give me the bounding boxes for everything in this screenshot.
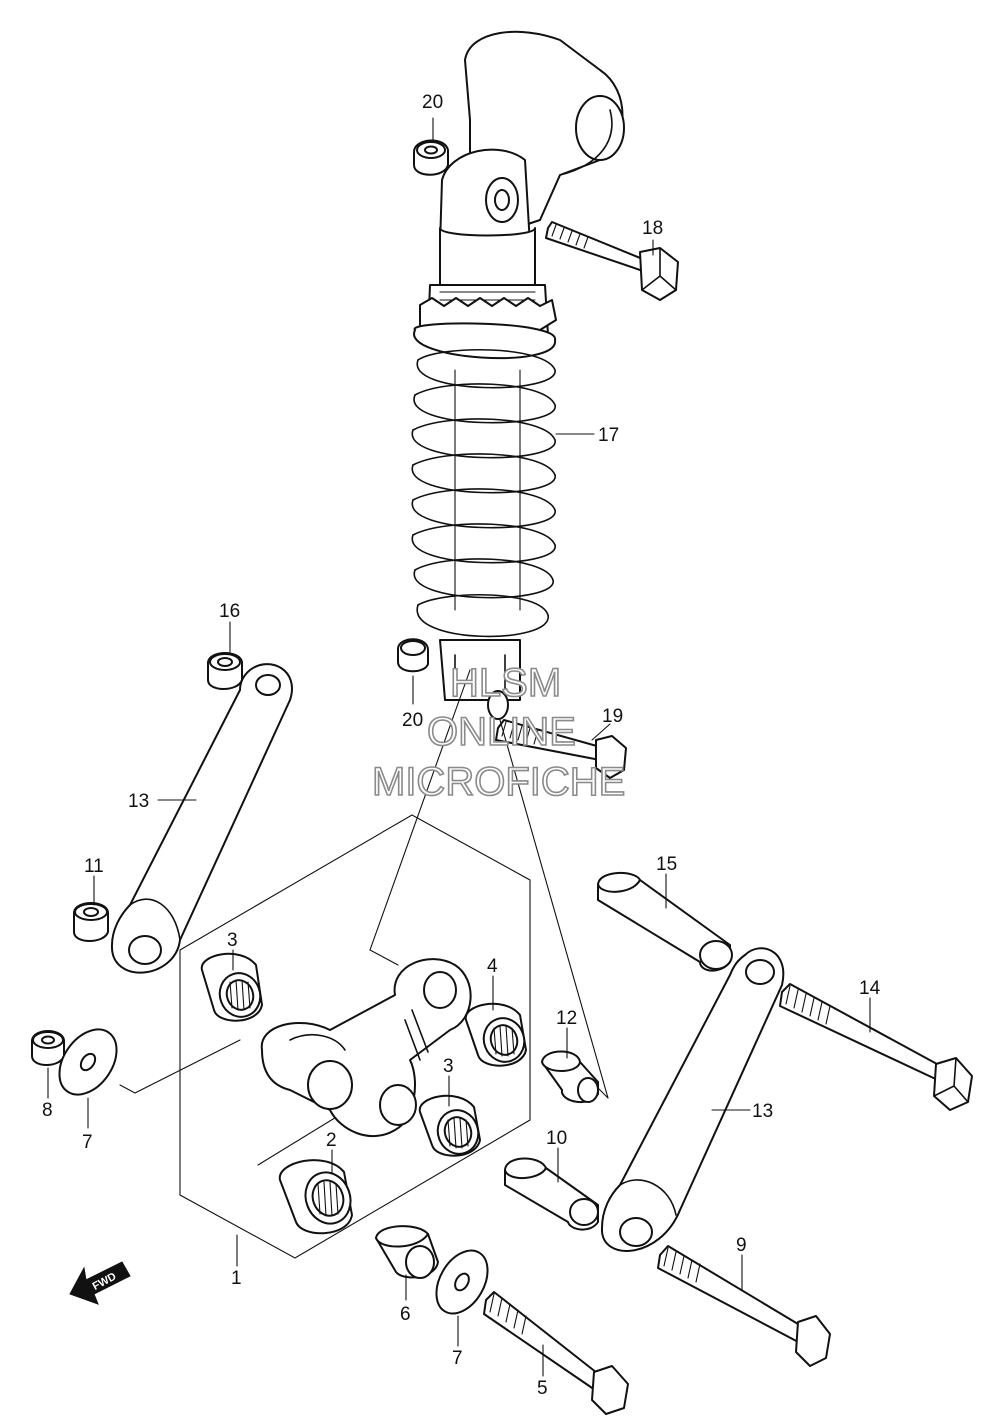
watermark-line-3: MICROFICHE xyxy=(372,760,625,804)
bolt-19 xyxy=(495,719,627,779)
bearing-3-upper xyxy=(200,952,263,1022)
callout-numbers: 20 18 17 16 20 19 13 11 15 3 4 14 12 8 7… xyxy=(42,92,881,1399)
bolt-5 xyxy=(483,1291,629,1415)
watermark: HLSM ONLINE MICROFICHE xyxy=(371,660,626,805)
fwd-arrow-icon: FWD xyxy=(69,1261,131,1305)
callout-17: 17 xyxy=(598,425,619,446)
washer-7-left xyxy=(58,1028,118,1096)
callout-14: 14 xyxy=(859,978,881,999)
callout-8: 8 xyxy=(42,1100,53,1121)
cushion-rod-13-left xyxy=(110,663,293,974)
rear-shock-absorber xyxy=(411,30,625,720)
spacer-12 xyxy=(541,1050,599,1104)
cushion-lever xyxy=(260,958,472,1138)
nut-20-lower xyxy=(397,638,429,673)
callout-20-top: 20 xyxy=(422,92,443,113)
callout-16: 16 xyxy=(219,601,240,622)
nut-8 xyxy=(31,1030,65,1066)
callout-6: 6 xyxy=(400,1304,411,1325)
fwd-label: FWD xyxy=(91,1271,119,1293)
spacer-10 xyxy=(504,1157,599,1231)
spacer-15 xyxy=(597,872,733,972)
washer-7-right xyxy=(435,1249,489,1315)
nut-11 xyxy=(73,902,109,942)
watermark-line-1: HLSM xyxy=(450,661,561,705)
callout-19: 19 xyxy=(602,706,623,727)
callout-18: 18 xyxy=(642,218,663,239)
bolt-9 xyxy=(657,1245,831,1367)
callout-12: 12 xyxy=(556,1008,577,1029)
nut-20-top xyxy=(413,139,449,176)
callout-leaders xyxy=(47,117,871,1377)
bolt-18 xyxy=(545,221,679,301)
callout-3-lower: 3 xyxy=(443,1056,454,1077)
callout-4: 4 xyxy=(487,956,498,977)
callout-7-left: 7 xyxy=(82,1132,93,1153)
spacer-6 xyxy=(375,1225,439,1279)
callout-20-lower: 20 xyxy=(402,710,423,731)
bearing-3-lower xyxy=(418,1094,481,1157)
callout-13-right: 13 xyxy=(752,1101,773,1122)
callout-15: 15 xyxy=(656,854,677,875)
callout-10: 10 xyxy=(546,1128,567,1149)
callout-5: 5 xyxy=(537,1378,548,1399)
callout-7-right: 7 xyxy=(452,1348,463,1369)
callout-11: 11 xyxy=(84,856,104,877)
bearing-2 xyxy=(278,1159,353,1235)
cushion-rod-13-right xyxy=(600,947,785,1252)
bearing-4 xyxy=(464,1002,527,1067)
callout-2: 2 xyxy=(326,1130,337,1151)
callout-3-upper: 3 xyxy=(227,930,238,951)
nut-16 xyxy=(207,652,243,690)
watermark-line-2: ONLINE xyxy=(427,710,576,754)
callout-13-left: 13 xyxy=(128,791,149,812)
callout-1: 1 xyxy=(231,1268,242,1289)
bolt-14 xyxy=(779,983,973,1111)
callout-9: 9 xyxy=(736,1235,747,1256)
